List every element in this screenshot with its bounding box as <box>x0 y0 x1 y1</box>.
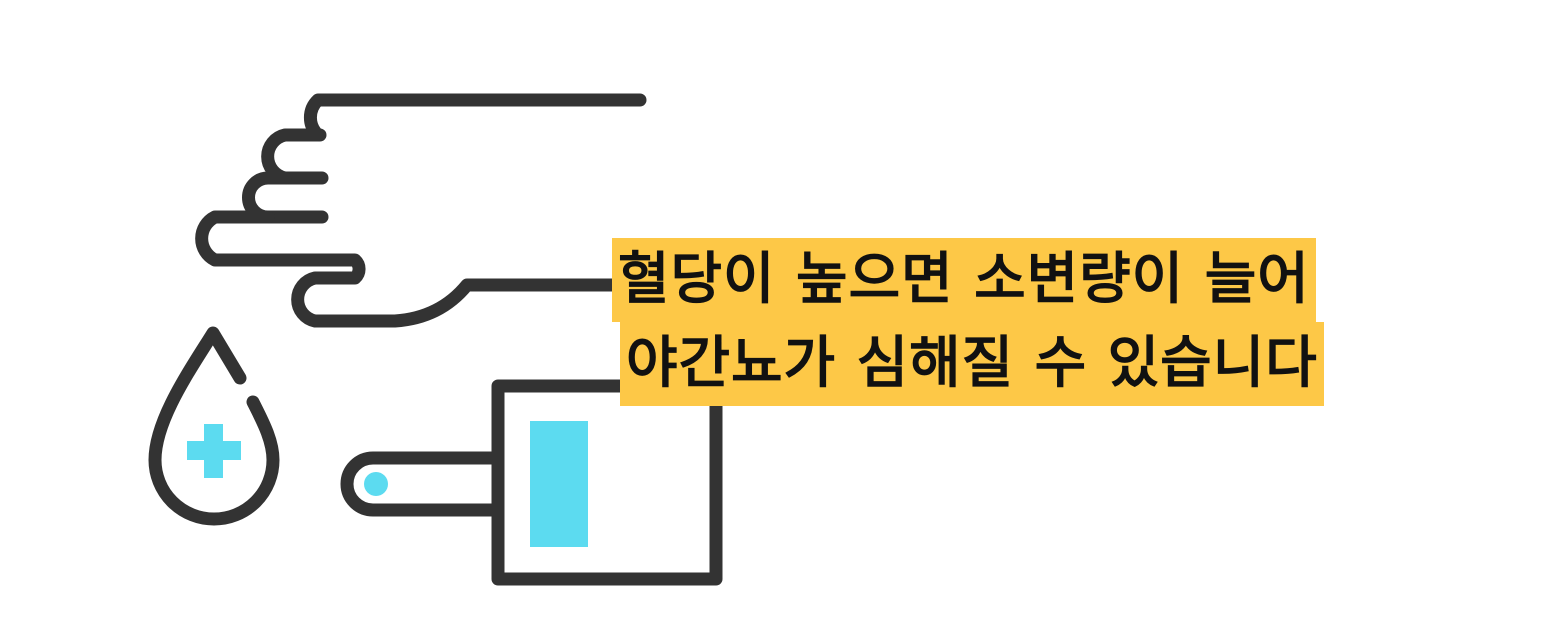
medical-drop-icon <box>148 326 280 526</box>
meter-body <box>491 379 723 586</box>
caption-line-1: 혈당이 높으면 소변량이 늘어 <box>612 238 1316 322</box>
glucose-meter-icon <box>340 379 723 586</box>
caption-line-2: 야간뇨가 심해질 수 있습니다 <box>620 322 1324 406</box>
strip-dot <box>364 472 388 496</box>
hand-pointing-icon <box>195 93 647 328</box>
cross-horizontal <box>187 441 241 460</box>
meter-screen <box>530 421 588 547</box>
